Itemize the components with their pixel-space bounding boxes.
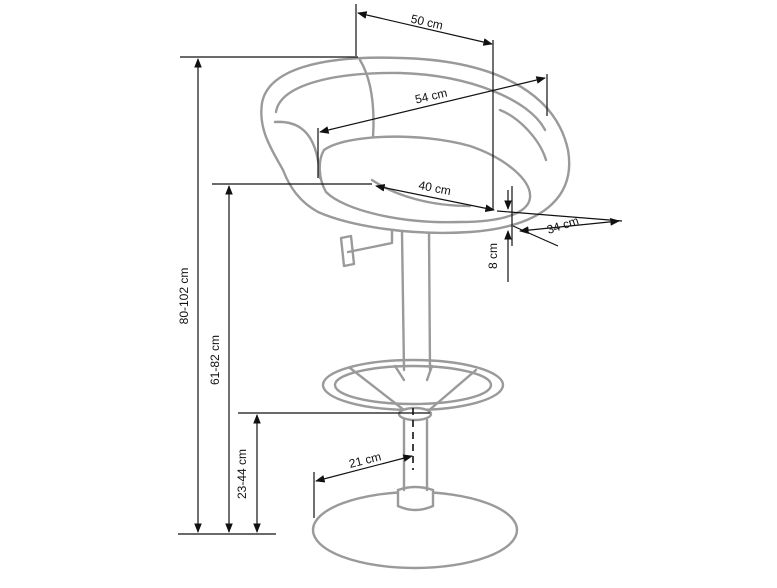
dim-line-50 <box>357 11 493 46</box>
base-collar <box>396 485 435 512</box>
dim-line-54 <box>319 76 546 134</box>
label-34cm: 34 cm <box>545 213 580 236</box>
lower-stem <box>402 418 429 492</box>
dim-line-21 <box>315 454 413 483</box>
bar-stool-illustration <box>260 56 571 570</box>
dimension-lines <box>194 11 620 533</box>
label-80-102cm: 80-102 cm <box>177 268 191 325</box>
footrest-hub <box>397 406 433 422</box>
label-23-44cm: 23-44 cm <box>235 449 249 499</box>
label-40cm: 40 cm <box>417 178 452 198</box>
dim-line-34 <box>519 218 620 234</box>
gas-lever <box>339 224 394 268</box>
label-8cm: 8 cm <box>486 243 500 269</box>
footrest-spokes <box>348 364 478 414</box>
dim-line-40 <box>375 183 495 213</box>
label-61-82cm: 61-82 cm <box>208 335 222 385</box>
footrest-ring-inner <box>333 364 493 406</box>
upper-stem <box>400 230 432 372</box>
